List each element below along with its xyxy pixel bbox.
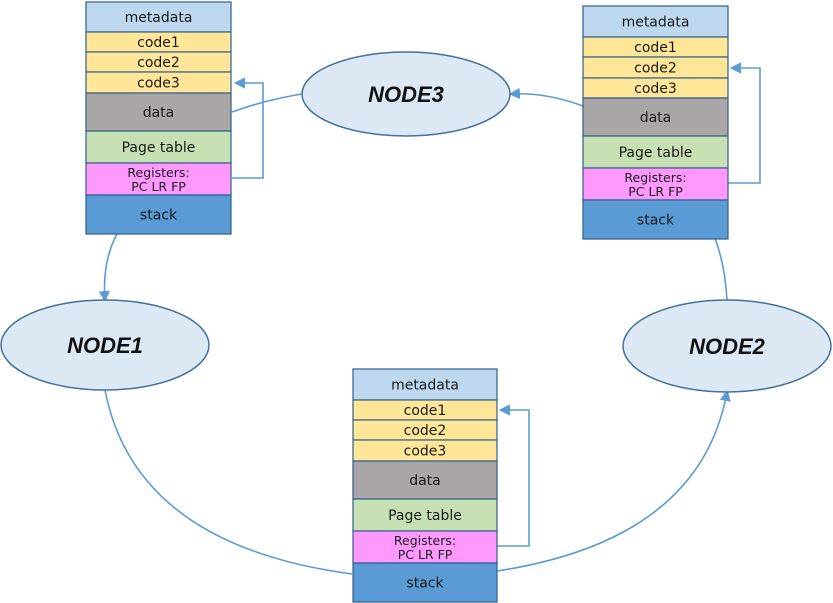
node-label: NODE3 (368, 82, 444, 107)
segment-box (582, 5, 729, 38)
segment-box (352, 460, 498, 500)
segment-box (582, 97, 729, 137)
segment-stack: stack (582, 199, 729, 240)
node-node2: NODE2 (622, 299, 832, 393)
segment-box (85, 130, 232, 164)
segment-label: data (409, 473, 441, 489)
segment-page-table: Page table (582, 135, 729, 169)
segment-label: PC LR FP (398, 547, 453, 562)
segment-label: metadata (125, 10, 193, 26)
segment-label: Page table (388, 508, 462, 524)
segment-registers: Registers:PC LR FP (352, 530, 498, 564)
segment-box (582, 167, 729, 201)
segment-label: code2 (137, 55, 180, 71)
segment-label: code2 (404, 423, 447, 439)
segment-label: code1 (634, 40, 677, 56)
arrow-node1-to-block3 (104, 389, 353, 575)
segment-code: code3 (582, 77, 729, 99)
node-label: NODE1 (67, 333, 143, 358)
segment-box (352, 562, 498, 603)
segment-label: data (143, 105, 175, 121)
arrow-block2-to-node3 (508, 87, 584, 107)
arrow-block3-to-node2 (496, 389, 731, 572)
segment-box (85, 162, 232, 196)
segment-label: PC LR FP (628, 184, 683, 199)
segment-metadata: metadata (85, 1, 232, 33)
segment-label: data (640, 110, 672, 126)
segment-page-table: Page table (85, 130, 232, 164)
segment-label: code2 (634, 61, 677, 77)
segment-label: stack (140, 208, 178, 224)
segment-box (582, 135, 729, 169)
segment-code: code1 (352, 399, 498, 421)
segment-label: Registers: (624, 170, 686, 185)
node-label: NODE2 (689, 334, 766, 359)
segment-registers: Registers:PC LR FP (582, 167, 729, 201)
segment-data: data (352, 460, 498, 500)
segment-label: Registers: (394, 533, 456, 548)
segment-box (85, 194, 232, 235)
segment-box (352, 498, 498, 532)
segment-label: stack (637, 213, 675, 229)
pc-loop-block2 (728, 62, 761, 184)
arrow-block1-to-node1 (98, 233, 118, 303)
segment-label: code1 (404, 403, 447, 419)
segment-label: code3 (137, 76, 180, 92)
segment-box (352, 368, 498, 401)
segment-label: Page table (122, 140, 196, 156)
segment-label: Page table (619, 145, 693, 161)
segment-metadata: metadata (352, 368, 498, 401)
connectors (98, 62, 761, 575)
node-node1: NODE1 (0, 299, 210, 391)
segment-label: code3 (404, 444, 447, 460)
segment-stack: stack (85, 194, 232, 235)
segment-label: PC LR FP (131, 179, 186, 194)
segment-code: code2 (85, 51, 232, 73)
segment-box (352, 530, 498, 564)
arrow-node2-to-block2 (714, 237, 728, 301)
segment-code: code2 (582, 56, 729, 79)
segment-code: code1 (582, 36, 729, 58)
segment-label: stack (406, 576, 444, 592)
node-node3: NODE3 (301, 51, 511, 137)
segment-box (582, 199, 729, 240)
segment-code: code3 (85, 71, 232, 94)
segment-code: code2 (352, 419, 498, 441)
arrow-node3-to-block1 (231, 93, 303, 113)
segment-data: data (582, 97, 729, 137)
segment-label: metadata (391, 378, 459, 394)
pc-loop-block1 (232, 77, 264, 179)
segment-box (85, 92, 232, 132)
segment-registers: Registers:PC LR FP (85, 162, 232, 196)
segment-page-table: Page table (352, 498, 498, 532)
segment-metadata: metadata (582, 5, 729, 38)
pc-loop-block3 (497, 404, 530, 547)
segment-label: metadata (622, 15, 690, 31)
segment-label: code3 (634, 81, 677, 97)
segment-stack: stack (352, 562, 498, 603)
segment-data: data (85, 92, 232, 132)
segment-code: code3 (352, 439, 498, 462)
segment-label: Registers: (127, 165, 189, 180)
segment-box (85, 1, 232, 33)
segment-label: code1 (137, 35, 180, 51)
segment-code: code1 (85, 31, 232, 53)
